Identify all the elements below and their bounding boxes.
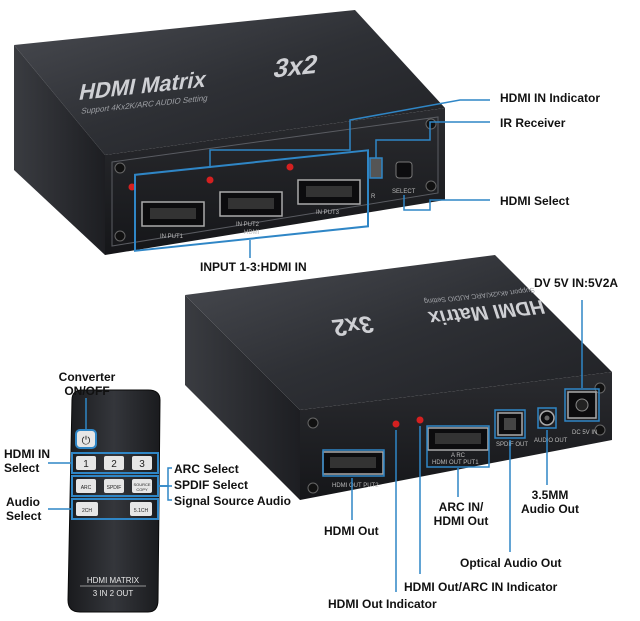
select-button (395, 161, 413, 179)
remote-button-spdif (104, 479, 124, 493)
callout-hdmi-out: HDMI Out (324, 524, 379, 538)
remote-button-3 (132, 456, 152, 470)
remote-label-copy: COPY (136, 487, 148, 492)
remote-label-1: 1 (83, 459, 89, 470)
callout-arc-in-line1: ARC IN/ (438, 500, 484, 514)
select-tag: SELECT (392, 189, 416, 195)
screw-icon (114, 162, 126, 174)
input-highlight-box (134, 149, 369, 252)
hdmi-out-port-2 (322, 451, 384, 475)
remote-label-51ch: 5.1CH (134, 508, 149, 514)
callout-hdmi-in-select-line2: Select (4, 461, 40, 475)
remote-button-2 (104, 456, 124, 470)
led-out2 (392, 420, 400, 428)
callout-converter-line2: ON/OFF (64, 384, 110, 398)
remote-label-2ch: 2CH (82, 508, 92, 514)
remote-callout-lines (48, 398, 172, 510)
device-front-top (14, 10, 445, 155)
callout-hdmi-out-indicator: HDMI Out Indicator (328, 597, 437, 611)
callout-audio-35-line1: 3.5MM (531, 488, 569, 502)
callout-dc-in: DV 5V IN:5V2A (534, 276, 619, 290)
callout-audio-select-line1: Audio (6, 495, 40, 509)
callout-spdif-select: SPDIF Select (174, 478, 249, 492)
screw-icon (594, 424, 606, 436)
screw-icon (307, 482, 319, 494)
device-back: HDMI Matrix 3x2 Support 4Kx2K/ARC AUDIO … (185, 255, 612, 500)
hdmi-out-port-1 (427, 427, 489, 451)
back-model: 3x2 (329, 310, 377, 340)
port-label-out1: HDMI OUT PUT1 (432, 460, 479, 466)
device-front-side (14, 45, 105, 255)
port-label-out2: HDMI OUT PUT2 (332, 483, 379, 489)
led-in1 (128, 183, 136, 191)
callout-audio-select-line2: Select (6, 509, 42, 523)
remote-control: ⏻ 1 2 3 ARC SPDIF SOURCE COPY 2CH 5.1CH … (67, 389, 161, 613)
callout-input-1-3: INPUT 1-3:HDMI IN (200, 260, 307, 274)
hdmi-tag: HDMI (244, 230, 260, 236)
screw-icon (307, 417, 319, 429)
callout-hdmi-in-select-line1: HDMI IN (4, 447, 50, 461)
spdif-tag: SPDIF OUT (496, 442, 528, 448)
remote-label-spdif: SPDIF (107, 485, 122, 491)
remote-button-51ch (130, 502, 152, 516)
callout-converter: Converter ON/OFF (52, 370, 122, 398)
hdmi-in-port-2 (219, 191, 283, 217)
led-in2 (206, 176, 214, 184)
back-callout-lines (322, 300, 600, 592)
front-callout-lines (209, 99, 490, 258)
callout-audio-select: Audio Select (6, 495, 41, 523)
callout-converter-line1: Converter (58, 370, 116, 384)
remote-button-arc (76, 479, 96, 493)
device-back-side (185, 295, 300, 500)
screw-icon (425, 180, 437, 192)
led-in3 (286, 163, 294, 171)
callout-signal-source-audio: Signal Source Audio (174, 494, 291, 508)
screw-icon (114, 230, 126, 242)
dc-tag: DC 5V IN (572, 430, 597, 436)
port-label-in3: IN PUT3 (316, 210, 340, 216)
device-front: HDMI Matrix 3x2 Support 4Kx2K/ARC AUDIO … (14, 10, 445, 255)
audio-tag: AUDIO OUT (534, 438, 568, 444)
power-icon: ⏻ (82, 434, 91, 447)
remote-button-2ch (76, 502, 98, 516)
led-out1 (416, 416, 424, 424)
ir-receiver (369, 157, 383, 179)
remote-brand-2: 3 IN 2 OUT (93, 589, 134, 598)
callout-ir-receiver: IR Receiver (500, 116, 566, 130)
callout-arc-in-line2: HDMI Out (433, 514, 489, 528)
callout-hdmi-in-select: HDMI IN Select (4, 447, 50, 475)
callout-audio-35: 3.5MM Audio Out (518, 488, 582, 516)
remote-button-source (132, 479, 152, 493)
callout-hdmi-in-indicator: HDMI IN Indicator (500, 91, 601, 105)
hdmi-in-port-1 (141, 201, 205, 227)
port-label-arc: A RC (451, 453, 466, 459)
remote-brand-1: HDMI MATRIX (87, 576, 140, 585)
port-label-in2: IN PUT2 (236, 222, 260, 228)
callout-hdmi-out-arc-indicator: HDMI Out/ARC IN Indicator (404, 580, 558, 594)
callout-hdmi-select: HDMI Select (500, 194, 570, 208)
callout-audio-35-line2: Audio Out (521, 502, 579, 516)
screw-icon (425, 118, 437, 130)
callout-arc-in: ARC IN/ HDMI Out (430, 500, 492, 528)
screw-icon (594, 382, 606, 394)
remote-button-1 (76, 456, 96, 470)
port-label-in1: IN PUT1 (160, 234, 184, 240)
callout-optical-audio-out: Optical Audio Out (460, 556, 562, 570)
hdmi-in-port-3 (297, 179, 361, 205)
front-model: 3x2 (271, 49, 321, 84)
remote-label-arc: ARC (81, 485, 92, 491)
ir-tag: R (371, 194, 376, 200)
remote-label-source: SOURCE (133, 482, 150, 487)
callout-arc-select: ARC Select (174, 462, 239, 476)
remote-label-3: 3 (139, 459, 145, 470)
remote-label-2: 2 (111, 459, 117, 470)
device-back-top (185, 255, 612, 410)
